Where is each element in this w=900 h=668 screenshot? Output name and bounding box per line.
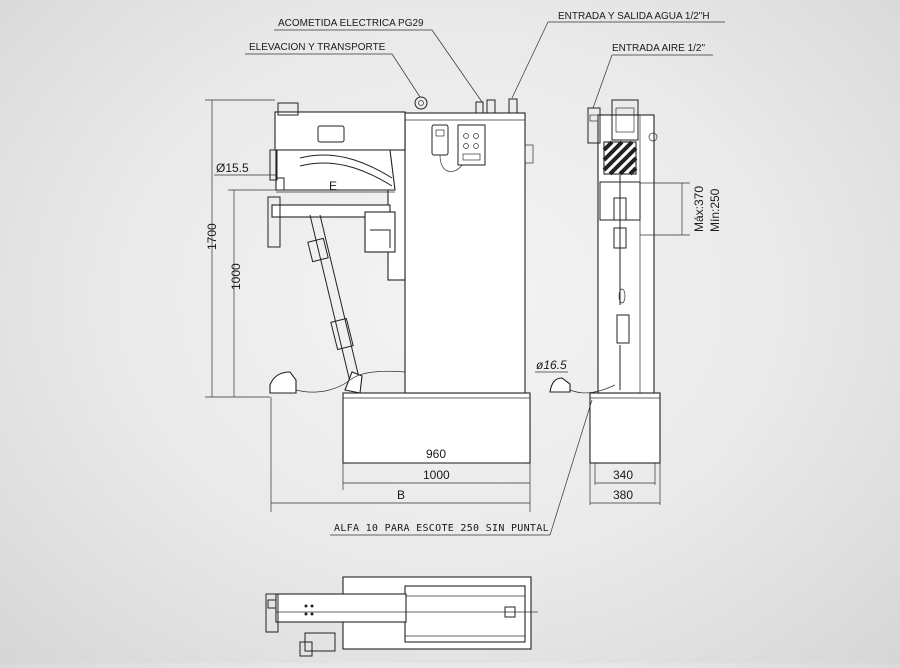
top-view xyxy=(265,576,538,657)
lower-arm xyxy=(271,204,391,218)
side-base xyxy=(589,392,661,464)
control-panel xyxy=(457,124,486,166)
dim-height-arm: 1000 xyxy=(229,263,243,290)
dim-base-inner: 960 xyxy=(426,447,446,461)
foot-pedal xyxy=(269,371,297,394)
callout-lifting: ELEVACION Y TRANSPORTE xyxy=(249,42,386,53)
control-cabinet xyxy=(404,112,526,394)
callouts: ACOMETIDA ELECTRICA PG29 ELEVACION Y TRA… xyxy=(245,11,725,536)
power-gland xyxy=(475,101,484,114)
dim-stroke-min: Mín:250 xyxy=(708,188,722,232)
water-connector xyxy=(508,98,518,114)
front-view xyxy=(267,96,534,464)
callout-air: ENTRADA AIRE 1/2" xyxy=(612,43,705,54)
front-base xyxy=(342,392,531,464)
callout-power-entry: ACOMETIDA ELECTRICA PG29 xyxy=(278,18,424,29)
side-foot-pedal xyxy=(549,377,571,393)
dim-diameter-upper: Ø15.5 xyxy=(216,161,249,175)
side-cylinder xyxy=(611,99,639,141)
callout-water: ENTRADA Y SALIDA AGUA 1/2"H xyxy=(558,11,710,22)
top-arm xyxy=(275,593,407,623)
upper-arm xyxy=(274,111,406,151)
dim-base-outer: 1000 xyxy=(423,468,450,482)
dim-height-total: 1700 xyxy=(205,223,219,250)
lifting-eye xyxy=(414,96,428,110)
dim-side-inner: 340 xyxy=(613,468,633,482)
top-cabinet xyxy=(404,585,526,643)
dim-diameter-lower: ø16.5 xyxy=(536,358,567,372)
front-dimensions: 1700 1000 Ø15.5 E 960 1000 B xyxy=(205,99,531,512)
foot-pedal-rod xyxy=(309,214,361,383)
dim-side-outer: 380 xyxy=(613,488,633,502)
dim-overall-width: B xyxy=(397,488,405,502)
side-view: Máx:370 Mín:250 340 380 ø16.5 xyxy=(535,99,722,505)
air-filter xyxy=(587,107,601,144)
dim-arm-reach: E xyxy=(329,179,337,193)
callout-model: ALFA 10 PARA ESCOTE 250 SIN PUNTAL xyxy=(334,523,549,534)
dim-stroke-max: Máx:370 xyxy=(692,186,706,232)
